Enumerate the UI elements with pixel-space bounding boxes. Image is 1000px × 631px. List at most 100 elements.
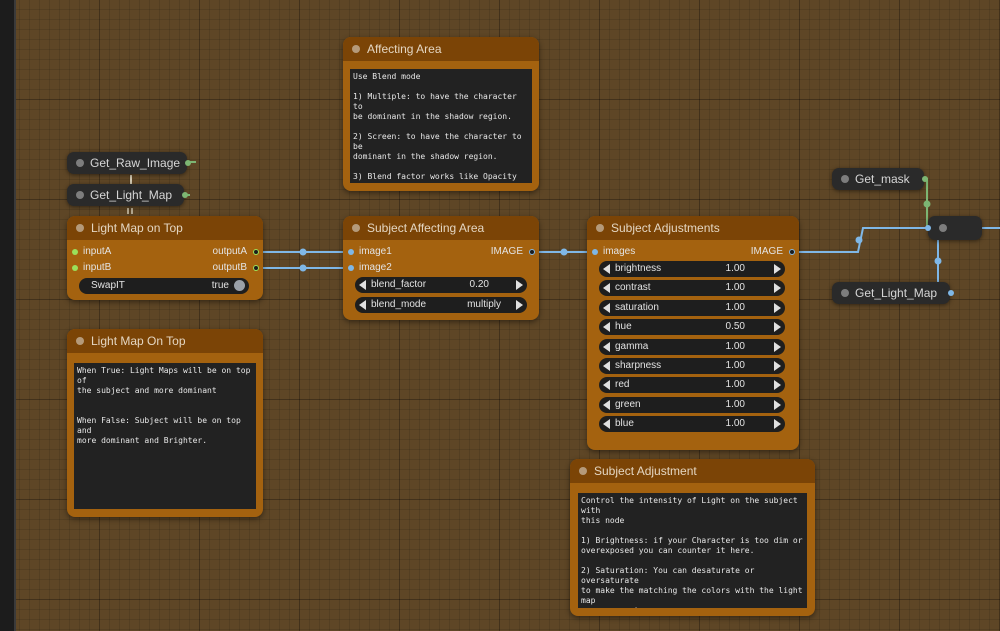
widget-value: 1.00 [725,282,745,293]
node-title-bar[interactable]: Light Map on Top [67,216,263,240]
widget-name: contrast [615,282,651,293]
note-text[interactable]: Control the intensity of Light on the su… [578,493,807,608]
increment-arrow-icon[interactable] [774,380,781,390]
increment-arrow-icon[interactable] [774,264,781,274]
increment-arrow-icon[interactable] [774,419,781,429]
increment-arrow-icon[interactable] [516,300,523,310]
widget-name: gamma [615,341,649,352]
decrement-arrow-icon[interactable] [359,300,366,310]
wire-reroute-dot [934,257,942,265]
increment-arrow-icon[interactable] [774,322,781,332]
widget-saturation[interactable]: saturation 1.00 [599,300,785,316]
wire-reroute-dot [923,200,931,208]
output-slot[interactable] [182,192,188,198]
input-label-image2: image2 [359,262,392,273]
output-slot-image[interactable] [789,249,795,255]
input-slot[interactable] [925,225,931,231]
collapse-dot-icon[interactable] [76,191,84,199]
widget-blend-mode[interactable]: blend_mode multiply [355,297,527,313]
collapse-dot-icon[interactable] [76,337,84,345]
node-title: Subject Adjustments [611,221,720,235]
increment-arrow-icon[interactable] [774,400,781,410]
widget-green[interactable]: green 1.00 [599,397,785,413]
widget-blue[interactable]: blue 1.00 [599,416,785,432]
decrement-arrow-icon[interactable] [603,264,610,274]
collapse-dot-icon[interactable] [841,175,849,183]
decrement-arrow-icon[interactable] [603,303,610,313]
collapse-dot-icon[interactable] [352,45,360,53]
decrement-arrow-icon[interactable] [603,322,610,332]
collapse-dot-icon[interactable] [596,224,604,232]
output-slot-image[interactable] [529,249,535,255]
get-node-label: Get_Raw_Image [90,156,181,170]
input-slot-inputA[interactable] [72,249,78,255]
decrement-arrow-icon[interactable] [603,342,610,352]
input-label-inputB: inputB [83,262,112,273]
note-title-bar[interactable]: Subject Adjustment [570,459,815,483]
get-raw-image-node[interactable]: Get_Raw_Image [67,152,191,174]
swapit-toggle[interactable]: SwapIT true [79,278,249,294]
output-slot[interactable] [922,176,928,182]
subject-adjustments-node[interactable]: Subject Adjustments images IMAGE brightn… [587,216,799,450]
decrement-arrow-icon[interactable] [603,283,610,293]
get-node-label: Get_Light_Map [855,286,938,300]
light-map-on-top-node[interactable]: Light Map on Top inputA inputB outputA o… [67,216,263,300]
increment-arrow-icon[interactable] [774,342,781,352]
decrement-arrow-icon[interactable] [603,419,610,429]
wire-reroute-dot [299,264,307,272]
increment-arrow-icon[interactable] [774,361,781,371]
note-title: Light Map On Top [91,334,186,348]
widget-brightness[interactable]: brightness 1.00 [599,261,785,277]
subject-affecting-area-node[interactable]: Subject Affecting Area image1 image2 IMA… [343,216,539,320]
decrement-arrow-icon[interactable] [603,380,610,390]
get-light-map-right-node[interactable]: Get_Light_Map [832,282,954,304]
collapse-dot-icon[interactable] [939,224,947,232]
increment-arrow-icon[interactable] [774,303,781,313]
output-label-image: IMAGE [490,246,523,257]
note-text[interactable]: When True: Light Maps will be on top of … [74,363,256,509]
collapse-dot-icon[interactable] [76,224,84,232]
widget-hue[interactable]: hue 0.50 [599,319,785,335]
wire-image-output [791,227,933,253]
input-label-inputA: inputA [83,246,112,257]
output-label-outputA: outputA [212,246,247,257]
increment-arrow-icon[interactable] [774,283,781,293]
widget-contrast[interactable]: contrast 1.00 [599,280,785,296]
output-slot-outputB[interactable] [253,265,259,271]
note-title-bar[interactable]: Affecting Area [343,37,539,61]
node-title-bar[interactable]: Subject Adjustments [587,216,799,240]
get-mask-node[interactable]: Get_mask [832,168,928,190]
collapse-dot-icon[interactable] [352,224,360,232]
increment-arrow-icon[interactable] [516,280,523,290]
widget-name: sharpness [615,360,662,371]
widget-red[interactable]: red 1.00 [599,377,785,393]
get-light-map-top-node[interactable]: Get_Light_Map [67,184,188,206]
node-title-bar[interactable]: Subject Affecting Area [343,216,539,240]
input-slot-images[interactable] [592,249,598,255]
note-light-map-on-top[interactable]: Light Map On Top When True: Light Maps w… [67,329,263,517]
collapse-dot-icon[interactable] [76,159,84,167]
decrement-arrow-icon[interactable] [359,280,366,290]
output-slot[interactable] [948,290,954,296]
input-slot-image1[interactable] [348,249,354,255]
widget-blend-factor[interactable]: blend_factor 0.20 [355,277,527,293]
decrement-arrow-icon[interactable] [603,361,610,371]
toggle-knob-icon[interactable] [234,280,245,291]
widget-sharpness[interactable]: sharpness 1.00 [599,358,785,374]
widget-value: 0.50 [725,321,745,332]
note-title-bar[interactable]: Light Map On Top [67,329,263,353]
collapse-dot-icon[interactable] [841,289,849,297]
output-slot[interactable] [185,160,191,166]
toggle-name: SwapIT [91,280,125,291]
decrement-arrow-icon[interactable] [603,400,610,410]
note-subject-adjustment[interactable]: Subject Adjustment Control the intensity… [570,459,815,616]
note-text[interactable]: Use Blend mode 1) Multiple: to have the … [350,69,532,183]
widget-gamma[interactable]: gamma 1.00 [599,339,785,355]
widget-value: multiply [467,299,501,310]
note-affecting-area[interactable]: Affecting Area Use Blend mode 1) Multipl… [343,37,539,191]
input-slot-inputB[interactable] [72,265,78,271]
collapse-dot-icon[interactable] [579,467,587,475]
output-slot-outputA[interactable] [253,249,259,255]
collapsed-node[interactable] [925,216,982,240]
input-slot-image2[interactable] [348,265,354,271]
